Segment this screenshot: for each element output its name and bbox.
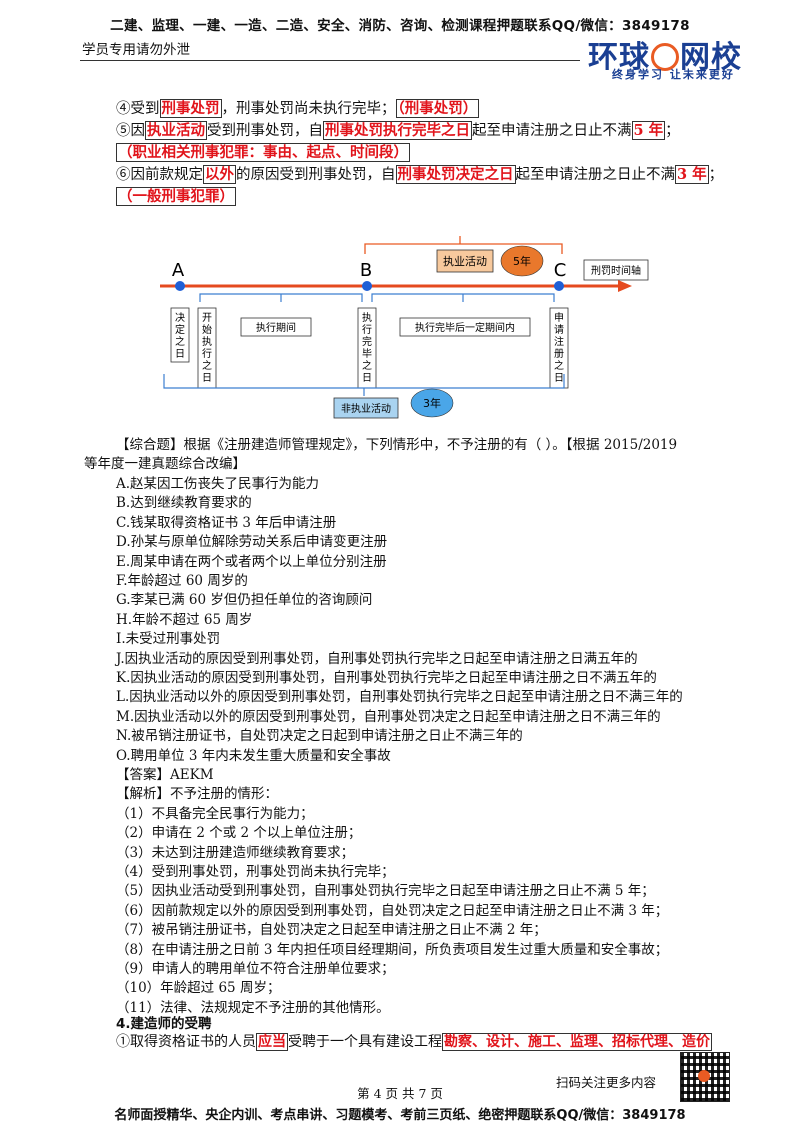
note-criminal-penalty: （刑事处罚）: [395, 99, 480, 118]
question-options: A.赵某因工伤丧失了民事行为能力 B.达到继续教育要求的 C.钱某取得资格证书 …: [116, 475, 683, 766]
top-bracket: [364, 243, 563, 254]
non-exec-activity-box: [333, 397, 399, 419]
axis-label: 刑罚时间轴: [591, 264, 641, 277]
question-stem: 【综合题】根据《注册建造师管理规定》，下列情形中，不予注册的有（ ）。【根据 2…: [84, 437, 678, 472]
highlight-decide-date: 刑事处罚决定之日: [395, 165, 516, 184]
option-i: I.未受过刑事处罚: [116, 631, 221, 648]
footer-contact-line: 名师面授精华、央企内训、考点串讲、习题模考、考前三页纸、绝密押题联系QQ/微信：…: [114, 1108, 686, 1123]
option-o: O.聘用单位 3 年内未发生重大质量和安全事故: [116, 747, 391, 764]
analysis-item: （7）被吊销注册证书，自处罚决定之日起至申请注册之日止不满 2 年；: [116, 922, 547, 939]
option-e: E.周某申请在两个或者两个以上单位分别注册: [116, 553, 387, 570]
option-d: D.孙某与原单位解除劳动关系后申请变更注册: [116, 534, 388, 551]
point-b-dot: [362, 281, 372, 291]
answer-analysis: 【答案】AEKM 【解析】不予注册的情形： （1）不具备完全民事行为能力； （2…: [116, 766, 668, 1018]
qr-code-icon[interactable]: [680, 1052, 730, 1102]
point-b-label: B: [360, 260, 372, 281]
logo-slogan: 终身学习 让未来更好: [612, 68, 735, 81]
analysis-item: （6）因前款规定以外的原因受到刑事处罚，自处罚决定之日起至申请注册之日止不满 3…: [116, 902, 669, 919]
option-k: K.因执业活动的原因受到刑事处罚，自刑事处罚执行完毕之日起至申请注册之日不满五年…: [116, 670, 657, 687]
section-4-title: 4.建造师的受聘: [116, 1016, 212, 1032]
box-decide-text: 决定之日: [175, 312, 185, 360]
box-exec-done-text: 执行完毕之日: [362, 311, 372, 384]
five-years-badge: [500, 245, 544, 277]
penalty-timeline-diagram: 执业活动 5年 A B C 刑罚时间轴 决定之日 开始执行之日 执行期间 执行完…: [160, 236, 649, 419]
option-l: L.因执业活动以外的原因受到刑事处罚，自刑事处罚执行完毕之日起至申请注册之日不满…: [116, 689, 683, 706]
analysis-item: （10）年龄超过 65 周岁；: [116, 980, 281, 997]
option-f: F.年龄超过 60 周岁的: [116, 573, 248, 590]
box-after-text: 执行完毕后一定期间内: [415, 321, 515, 334]
brand-logo: 环球网校: [588, 32, 742, 76]
analysis-item: （9）申请人的聘用单位不符合注册单位要求；: [116, 961, 395, 978]
three-years-badge: [410, 388, 454, 418]
logo-text-a: 环球: [588, 40, 650, 75]
point-c-dot: [554, 281, 564, 291]
exec-activity-label: 执业活动: [443, 254, 487, 268]
point-c-label: C: [554, 260, 567, 281]
analysis-item: （2）申请在 2 个或 2 个以上单位注册；: [116, 825, 362, 842]
rule-4-line: ④受到刑事处罚，刑事处罚尚未执行完毕；（刑事处罚）: [116, 99, 480, 118]
option-h: H.年龄不超过 65 周岁: [116, 611, 253, 628]
option-g: G.李某已满 60 岁但仍担任单位的咨询顾问: [116, 592, 373, 609]
rule-5-note: （职业相关刑事犯罪：事由、起点、时间段）: [116, 143, 410, 162]
box-after-period: [399, 317, 531, 337]
page-number: 第 4 页 共 7 页: [357, 1086, 443, 1101]
highlight-three-years: 3 年: [675, 165, 709, 184]
highlight-criminal-penalty: 刑事处罚: [159, 99, 222, 118]
five-years-label: 5年: [513, 254, 531, 268]
analysis-item: （1）不具备完全民事行为能力；: [116, 805, 314, 822]
highlight-qualification-types: 勘察、设计、施工、监理、招标代理、造价: [442, 1033, 712, 1051]
option-j: J.因执业活动的原因受到刑事处罚，自刑事处罚执行完毕之日起至申请注册之日满五年的: [116, 650, 638, 667]
section-4-paragraph: ①取得资格证书的人员应当受聘于一个具有建设工程勘察、设计、施工、监理、招标代理、…: [116, 1033, 712, 1051]
point-a-dot: [175, 281, 185, 291]
exec-activity-box: [436, 249, 494, 273]
box-exec-period-text: 执行期间: [256, 321, 296, 334]
option-a: A.赵某因工伤丧失了民事行为能力: [116, 476, 320, 492]
highlight-five-years: 5 年: [631, 121, 666, 140]
scan-qr-hint: 扫码关注更多内容: [556, 1075, 657, 1090]
point-a-label: A: [172, 260, 185, 281]
non-exec-activity-label: 非执业活动: [341, 402, 391, 415]
option-m: M.因执业活动以外的原因受到刑事处罚，自刑事处罚决定之日起至申请注册之日不满三年…: [116, 708, 661, 725]
axis-label-box: [583, 259, 649, 281]
box-exec-period: [240, 317, 312, 337]
answer-text: 【答案】AEKM: [116, 767, 214, 783]
analysis-item: （4）受到刑事处罚，刑事处罚尚未执行完毕；: [116, 864, 395, 881]
analysis-item: （5）因执业活动受到刑事处罚，自刑事处罚执行完毕之日起至申请注册之日止不满 5 …: [116, 883, 655, 900]
option-c: C.钱某取得资格证书 3 年后申请注册: [116, 514, 337, 531]
rule-6-note: （一般刑事犯罪）: [116, 187, 236, 206]
analysis-item: （8）在申请注册之日前 3 年内担任项目经理期间，所负责项目发生过重大质量和安全…: [116, 941, 669, 958]
logo-text-b: 网校: [680, 40, 742, 75]
header-top-line: 二建、监理、一建、一造、二造、安全、消防、咨询、检测课程押题联系QQ/微信：38…: [110, 18, 690, 34]
header-divider: [80, 60, 580, 61]
box-decide-date: [170, 307, 190, 363]
highlight-outside: 以外: [203, 165, 236, 184]
highlight-exec-done-date: 刑事处罚执行完毕之日: [323, 121, 472, 140]
header-sub-line: 学员专用请勿外泄: [82, 42, 190, 58]
box-start-text: 开始执行之日: [202, 313, 212, 384]
box-apply-text: 申请注册之日: [554, 311, 564, 384]
logo-circle-icon: [651, 42, 679, 71]
three-years-label: 3年: [423, 396, 441, 410]
option-b: B.达到继续教育要求的: [116, 495, 252, 512]
highlight-should: 应当: [256, 1033, 288, 1051]
analysis-item: （3）未达到注册建造师继续教育要求；: [116, 844, 355, 861]
axis-arrow-icon: [618, 280, 632, 292]
analysis-item: （11）法律、法规规定不予注册的其他情形。: [116, 999, 390, 1016]
highlight-exec-activity: 执业活动: [145, 121, 207, 140]
option-n: N.被吊销注册证书，自处罚决定之日起到申请注册之日止不满三年的: [116, 728, 523, 745]
analysis-title: 【解析】不予注册的情形：: [116, 786, 278, 803]
